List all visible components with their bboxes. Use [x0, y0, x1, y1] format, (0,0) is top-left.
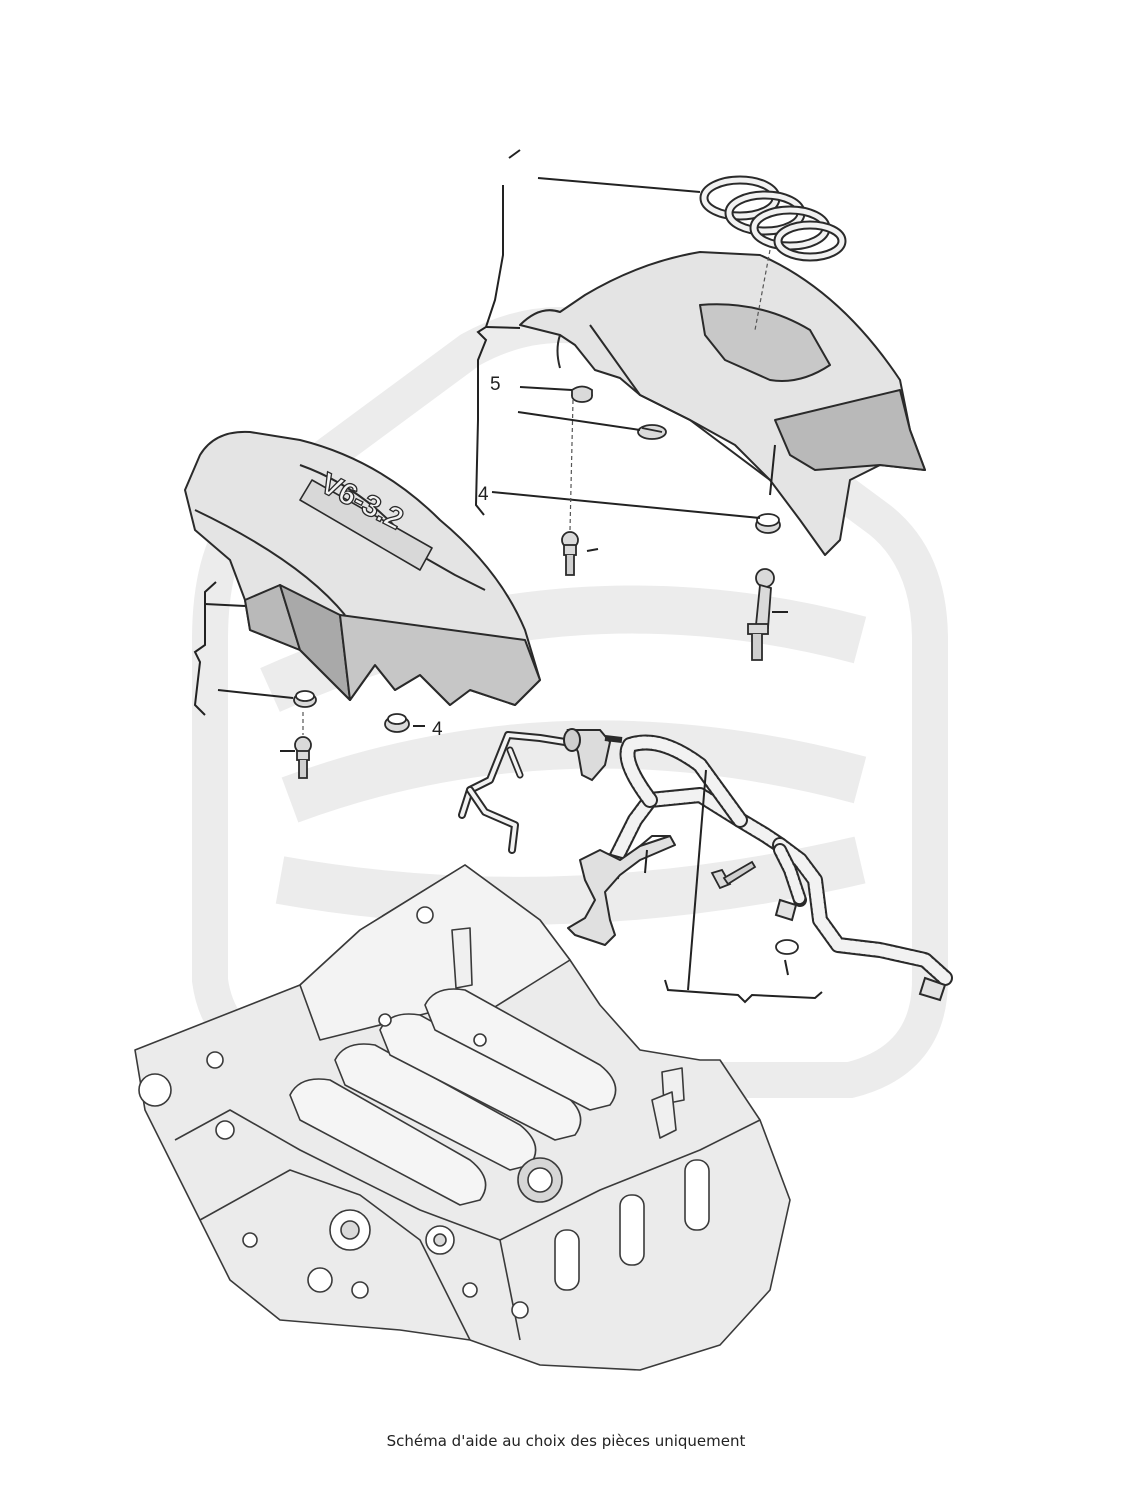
intake-runners: [289, 988, 617, 1206]
cylinder-bores: [554, 1159, 710, 1291]
ball-stud-top: [561, 531, 579, 576]
grommet-left: [293, 690, 317, 708]
block-ports: [138, 906, 563, 1319]
mounting-bracket: [567, 835, 676, 946]
dashed-assembly-lines: [302, 249, 771, 735]
dotted-hose-left: [607, 734, 788, 868]
grommet-top: [571, 385, 593, 403]
rings-emblem: [699, 175, 847, 262]
grommet-right: [755, 513, 781, 534]
ball-stud-left: [294, 736, 312, 779]
right-engine-cover: [519, 251, 926, 556]
long-ball-stud: [747, 568, 775, 661]
dotted-hose-right: [772, 837, 953, 986]
callout-labels: 5 4 4: [432, 374, 501, 740]
spark-tubes: [451, 927, 685, 1139]
engine-block: [134, 864, 791, 1371]
callout-5-top: 5: [490, 374, 501, 395]
callout-4-top: 4: [478, 484, 489, 505]
pcv-valve: [563, 728, 623, 782]
left-engine-cover: [184, 430, 541, 706]
o-ring: [775, 939, 799, 955]
hex-bolt: [710, 860, 757, 890]
grommets-and-bolts: [293, 385, 799, 955]
callout-4-left: 4: [432, 719, 443, 740]
grommet-left-2: [384, 713, 410, 733]
breather-pipe-assembly: [458, 731, 569, 854]
leader-lines: [193, 149, 823, 1004]
disclaimer-caption: Schéma d'aide au choix des pièces unique…: [386, 1432, 746, 1450]
clip-washer: [637, 424, 667, 440]
